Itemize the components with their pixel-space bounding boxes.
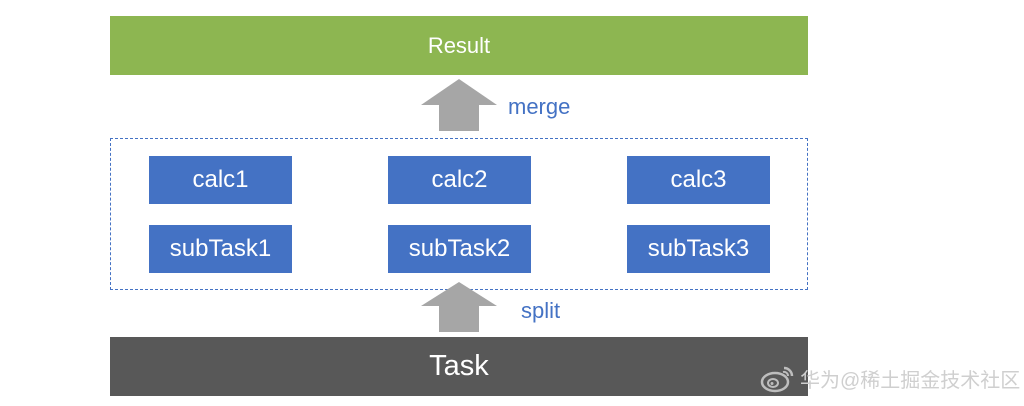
subtask3-box: subTask3 [627,225,770,273]
subtask2-box: subTask2 [388,225,531,273]
watermark: 华为@稀土掘金技术社区 [760,364,1020,393]
merge-arrow-icon [421,79,497,131]
subtask2-label: subTask2 [408,235,511,262]
task-box: Task [110,337,808,396]
result-label: Result [427,32,491,58]
calc2-box: calc2 [388,156,531,204]
result-box: Result [110,16,808,75]
calc3-box: calc3 [627,156,770,204]
calc1-label: calc1 [192,166,249,193]
subtask1-label: subTask1 [169,235,272,262]
split-label: split [521,298,561,323]
split-arrow-icon [421,282,497,332]
subtask3-label: subTask3 [647,235,750,262]
subtask1-box: subTask1 [149,225,292,273]
task-label: Task [429,350,489,382]
calc1-box: calc1 [149,156,292,204]
weibo-logo-icon [760,366,794,392]
watermark-text: 华为@稀土掘金技术社区 [800,370,1021,392]
calc2-label: calc2 [431,166,488,193]
calc3-label: calc3 [670,166,727,193]
merge-label: merge [508,94,571,119]
